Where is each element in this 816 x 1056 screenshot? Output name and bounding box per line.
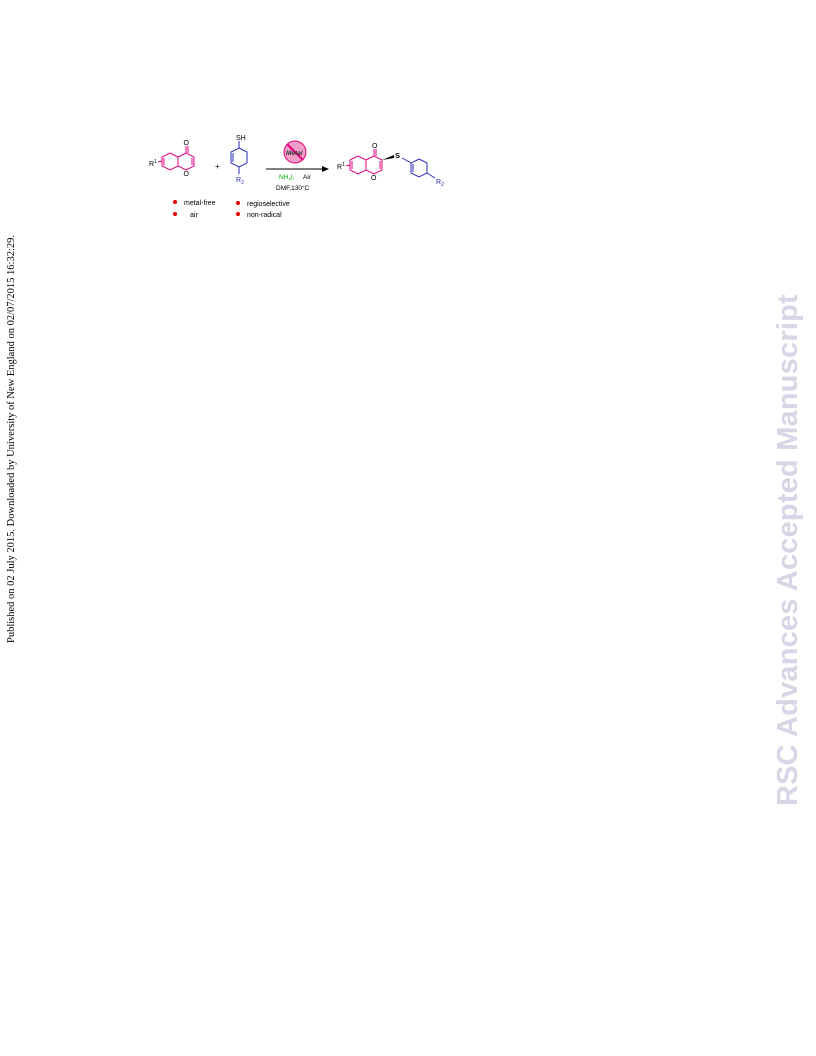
product-chromone (345, 149, 383, 175)
bullet-2 (173, 212, 177, 216)
no-metal-icon (283, 140, 307, 164)
feature-metal-free: metal-free (184, 200, 216, 207)
feature-regioselective: regioselective (247, 201, 290, 208)
reagent-nh4i: NH4I, (279, 174, 295, 182)
product-wedge-bond (382, 155, 394, 160)
reaction-arrow (266, 166, 329, 172)
chromone-reactant (157, 146, 195, 171)
chromone-r1: R1 (149, 159, 157, 168)
bullet-3 (236, 201, 240, 205)
chromone-ring-o: O (184, 171, 190, 178)
feature-non-radical: non-radical (247, 212, 282, 219)
product-aryl (401, 157, 436, 179)
thiophenol-r2: R2 (236, 177, 244, 186)
chromone-carbonyl-o: O (184, 140, 190, 147)
product-r2: R2 (436, 179, 444, 188)
product-r1: R1 (337, 162, 345, 171)
bullet-1 (173, 200, 177, 204)
thiophenol-reactant (230, 141, 248, 174)
published-notice: Published on 02 July 2015. Downloaded by… (6, 234, 17, 643)
product-ring-o: O (371, 175, 377, 182)
no-metal-label: Metal (286, 150, 303, 157)
conditions: DMF,130°C (276, 184, 310, 192)
product-sulfur: S (395, 151, 400, 160)
watermark: RSC Advances Accepted Manuscript (772, 294, 804, 806)
reaction-scheme: O O R1 + SH R2 Metal NH4I, Air DMF,130°C… (140, 128, 480, 228)
feature-air: air (190, 212, 198, 219)
plus-sign: + (215, 162, 220, 171)
product-carbonyl-o: O (372, 143, 378, 150)
bullet-4 (236, 212, 240, 216)
thiophenol-sh: SH (236, 135, 246, 142)
reagent-air: Air (303, 174, 312, 181)
